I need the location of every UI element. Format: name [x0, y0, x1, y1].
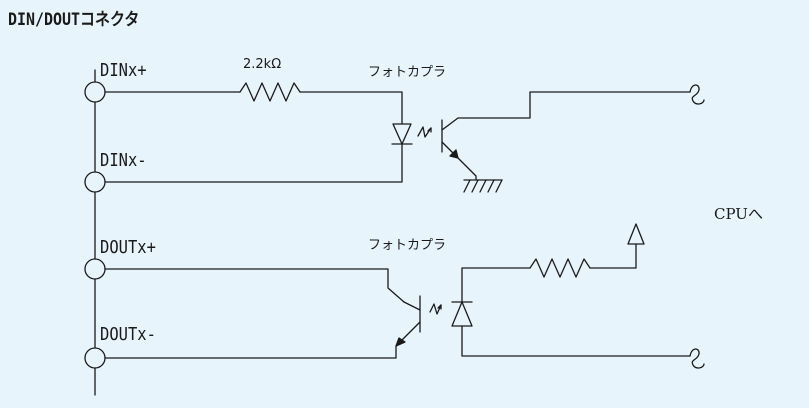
din-plus-wire [104, 82, 403, 125]
pin-label-din-plus: DINx+ [100, 60, 147, 81]
din-phototransistor [441, 91, 691, 181]
ground-icon [463, 179, 503, 193]
dout-plus-wire [104, 268, 405, 303]
cpu-line-end-icon-2 [689, 348, 705, 369]
terminal-din-minus [84, 171, 106, 193]
cpu-label: CPUへ [714, 205, 763, 223]
dout-led-diode [451, 301, 473, 327]
terminal-din-plus [84, 81, 106, 103]
pin-label-dout-minus: DOUTx- [100, 324, 156, 345]
dout-cpu-wire [461, 325, 691, 357]
din-light-arrows-icon [417, 126, 432, 138]
optocoupler-label-input: フォトカプラ [368, 65, 447, 80]
terminal-dout-plus [84, 258, 106, 280]
dout-pullup-wire [461, 243, 637, 303]
vcc-arrow-icon [627, 223, 645, 245]
cpu-line-end-icon-1 [689, 84, 705, 105]
dout-light-arrows-icon [429, 303, 442, 315]
pin-label-dout-plus: DOUTx+ [100, 237, 156, 258]
diagram-title: DIN/DOUTコネクタ [8, 10, 140, 30]
resistor-value-label: 2.2kΩ [243, 57, 282, 72]
din-led-diode [391, 123, 413, 145]
pin-label-din-minus: DINx- [100, 150, 147, 171]
optocoupler-label-output: フォトカプラ [368, 238, 447, 253]
dout-phototransistor [104, 295, 421, 359]
din-minus-wire [104, 143, 403, 183]
terminal-dout-minus [84, 347, 106, 369]
